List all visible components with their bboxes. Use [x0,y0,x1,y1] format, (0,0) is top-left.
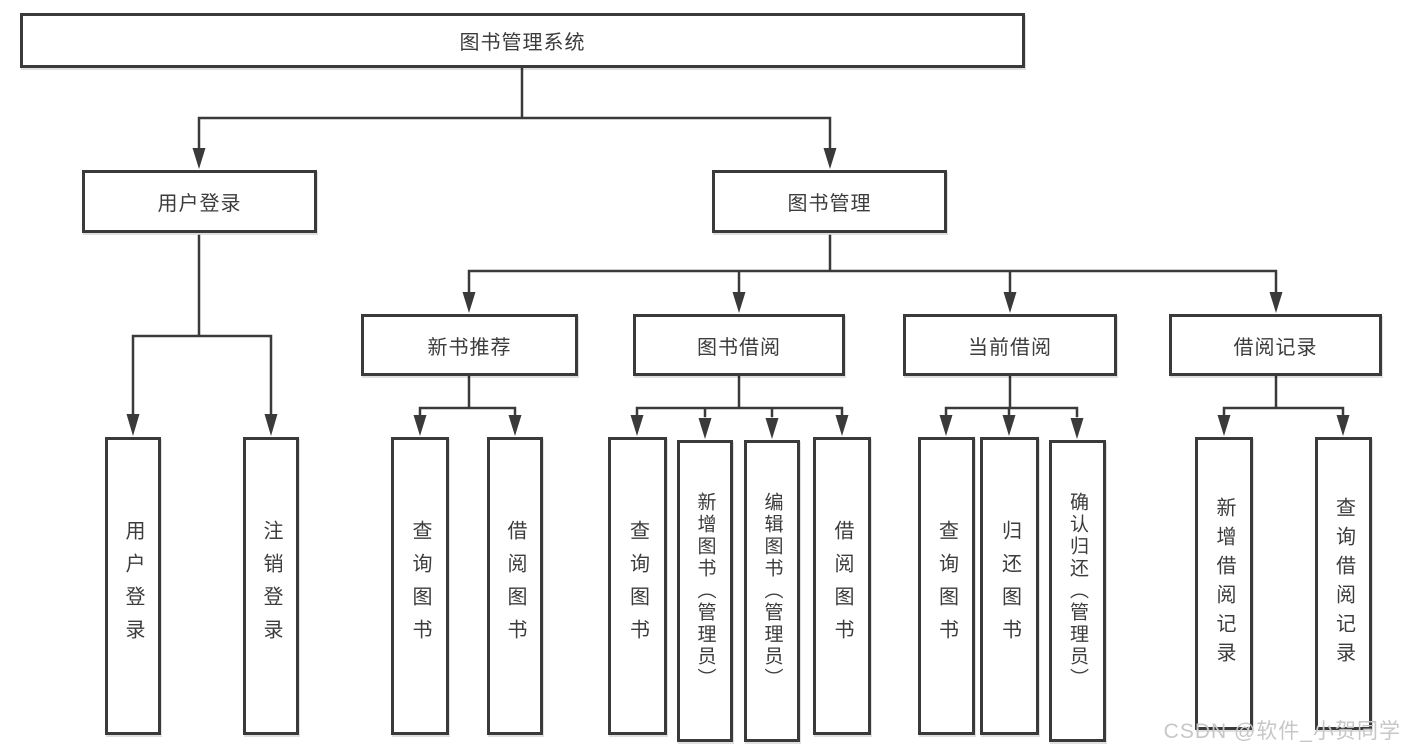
connector-recommend-to-leaves [418,374,517,418]
leaf-label: 用户登录 [122,520,144,652]
node-label: 新书推荐 [427,336,512,359]
leaf-label: 查询借阅记录 [1332,496,1355,671]
node-book-management: 图书管理 [712,170,947,233]
leaf-logout: 注销登录 [243,437,299,735]
leaf-add-borrow-record: 新增借阅记录 [1195,437,1253,730]
connector-bookmgmt-to-level3 [467,234,1278,295]
node-label: 用户登录 [157,193,242,215]
leaf-edit-book-admin: 编辑图书（管理员） [744,440,800,742]
leaf-label: 编辑图书（管理员） [761,492,783,690]
leaf-label: 确认归还（管理员） [1067,492,1088,690]
node-current-borrow: 当前借阅 [903,314,1117,376]
leaf-add-book-admin: 新增图书（管理员） [677,440,733,742]
leaf-label: 查询图书 [626,520,649,652]
node-label: 当前借阅 [968,336,1052,359]
leaf-borrow-books-recommend: 借阅图书 [487,437,543,735]
node-label: 图书管理 [787,193,872,215]
leaf-query-borrow-record: 查询借阅记录 [1315,437,1372,730]
leaf-query-books-recommend: 查询图书 [391,437,449,735]
leaf-label: 新增图书（管理员） [694,492,716,690]
node-label: 图书借阅 [697,336,781,359]
leaf-confirm-return-admin: 确认归还（管理员） [1049,440,1106,742]
leaf-label: 借阅图书 [504,520,526,652]
leaf-return-books: 归还图书 [980,437,1039,735]
node-label: 图书管理系统 [459,32,586,54]
leaf-query-books-borrow: 查询图书 [608,437,667,735]
connector-current-to-leaves [944,374,1079,418]
leaf-label: 归还图书 [998,520,1021,652]
node-system-root: 图书管理系统 [20,13,1025,68]
connector-root-to-level2 [197,66,832,152]
leaf-label: 查询图书 [935,520,958,652]
connector-borrow-to-leaves [635,374,844,418]
connector-records-to-leaves [1222,374,1345,418]
node-book-borrow: 图书借阅 [633,314,845,376]
node-new-book-recommend: 新书推荐 [361,314,578,376]
leaf-user-login: 用户登录 [105,437,161,735]
node-borrow-records: 借阅记录 [1169,314,1382,376]
watermark: CSDN @软件_小贺同学 [1163,720,1401,743]
leaf-query-books-current: 查询图书 [918,437,975,735]
node-user-login: 用户登录 [82,170,317,233]
leaf-label: 新增借阅记录 [1213,496,1235,671]
node-label: 借阅记录 [1233,336,1318,359]
leaf-label: 借阅图书 [831,520,853,652]
leaf-label: 注销登录 [260,520,282,652]
leaf-label: 查询图书 [409,520,431,652]
leaf-borrow-books: 借阅图书 [813,437,871,735]
connector-userlogin-to-leaves [131,234,273,418]
